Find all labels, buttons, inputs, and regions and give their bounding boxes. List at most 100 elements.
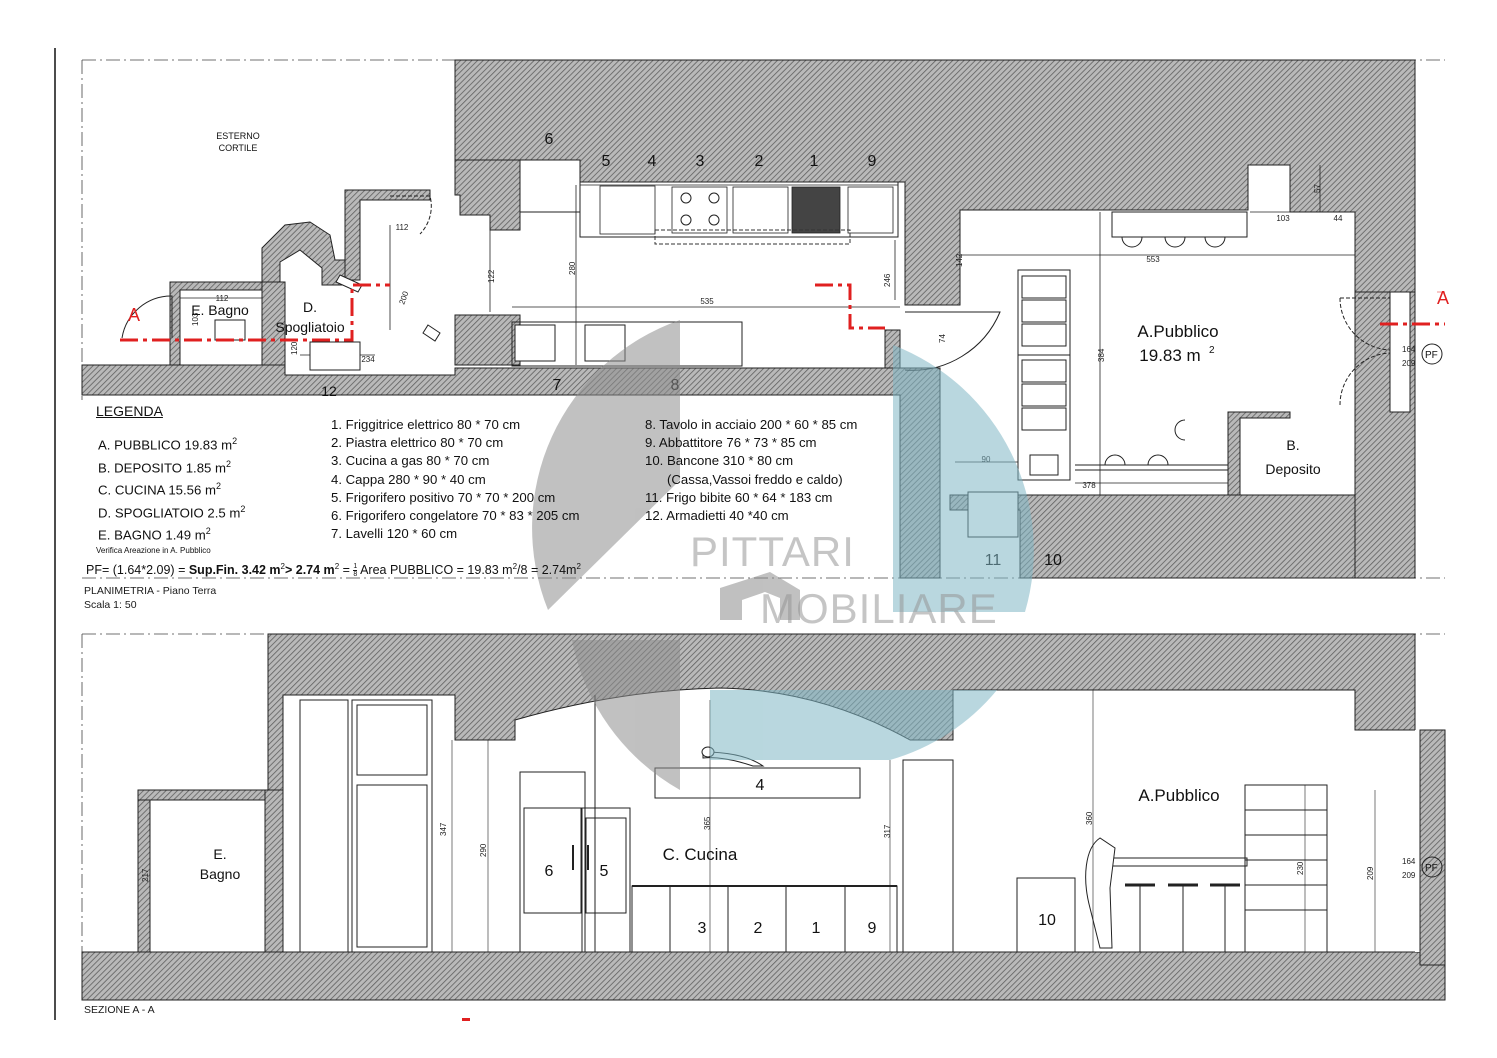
floor-plan: ESTERNO CORTILE E. Bagno D. Spogliatoio … xyxy=(81,59,1449,579)
plan-room-deposito-2: Deposito xyxy=(1265,461,1320,477)
dim-44: 44 xyxy=(1334,214,1343,223)
section-item-10: 10 xyxy=(1038,912,1056,929)
section-item-3: 3 xyxy=(698,920,707,937)
plan-item-9: 9 xyxy=(868,153,877,170)
legend-area-e: E. BAGNO 1.49 m2 xyxy=(98,526,211,543)
plan-pf-label: PF xyxy=(1425,350,1438,361)
section-item-5: 5 xyxy=(600,863,609,880)
verification-note: Verifica Areazione in A. Pubblico xyxy=(96,546,211,555)
dim-142: 142 xyxy=(955,253,964,267)
section-room-cucina: C. Cucina xyxy=(663,845,738,864)
section-item-2: 2 xyxy=(754,920,763,937)
section-room-bagno-2: Bagno xyxy=(200,866,241,882)
plan-room-spogliatoio-1: D. xyxy=(303,299,317,315)
section-cut-line xyxy=(120,283,885,342)
legend-item-12: 12. Armadietti 40 *40 cm xyxy=(645,508,789,524)
dim-553: 553 xyxy=(1146,255,1160,264)
dim-112a: 112 xyxy=(216,294,229,303)
plan-item-12: 12 xyxy=(321,383,337,399)
legend-item-6: 6. Frigorifero congelatore 70 * 83 * 205… xyxy=(331,508,580,524)
legend-item-10-detail: (Cassa,Vassoi freddo e caldo) xyxy=(645,471,843,487)
dim-230: 230 xyxy=(1296,861,1305,875)
legend-equipment-1: 1. Friggitrice elettrico 80 * 70 cm 2. P… xyxy=(331,416,580,543)
plan-room-bagno: E. Bagno xyxy=(191,302,249,318)
legend: LEGENDA A. PUBBLICO 19.83 m2 B. DEPOSITO… xyxy=(86,402,916,582)
dim-103: 103 xyxy=(191,312,200,326)
dim-378: 378 xyxy=(1082,481,1096,490)
legend-area-c: C. CUCINA 15.56 m2 xyxy=(98,481,222,498)
plan-item-4: 4 xyxy=(648,153,657,170)
section-item-4: 4 xyxy=(756,777,765,794)
plan-item-10: 10 xyxy=(1044,552,1062,569)
legend-item-3: 3. Cucina a gas 80 * 70 cm xyxy=(331,453,490,469)
plan-pf-dim-2: 209 xyxy=(1402,359,1416,368)
section-item-6: 6 xyxy=(545,863,554,880)
dim-57: 57 xyxy=(1313,184,1322,193)
legend-item-11: 11. Frigo bibite 60 * 64 * 183 cm xyxy=(645,489,833,505)
plan-room-spogliatoio-2: Spogliatoio xyxy=(275,319,344,335)
dim-122: 122 xyxy=(487,269,496,283)
plan-item-2: 2 xyxy=(755,153,764,170)
section-marker-left: A xyxy=(128,305,140,325)
outside-label-1: ESTERNO xyxy=(216,131,260,141)
plan-item-7: 7 xyxy=(553,377,562,394)
plan-title: PLANIMETRIA - Piano Terra xyxy=(84,585,217,597)
dim-234: 234 xyxy=(361,355,375,364)
dim-74: 74 xyxy=(938,334,947,343)
legend-areas: A. PUBBLICO 19.83 m2 B. DEPOSITO 1.85 m2… xyxy=(98,432,245,545)
plan-pf-dim-1: 164 xyxy=(1402,345,1416,354)
legend-item-10: 10. Bancone 310 * 80 cm xyxy=(645,453,794,469)
legend-item-1: 1. Friggitrice elettrico 80 * 70 cm xyxy=(331,417,521,432)
dim-360: 360 xyxy=(1085,811,1094,825)
legend-item-5: 5. Frigorifero positivo 70 * 70 * 200 cm xyxy=(331,489,556,505)
plan-item-5: 5 xyxy=(602,153,611,170)
plan-room-deposito-1: B. xyxy=(1286,437,1299,453)
plan-item-3: 3 xyxy=(696,153,705,170)
legend-area-a: A. PUBBLICO 19.83 m2 xyxy=(98,436,238,453)
section-item-1: 1 xyxy=(812,920,821,937)
legend-area-b: B. DEPOSITO 1.85 m2 xyxy=(98,458,232,475)
plan-item-1: 1 xyxy=(810,153,819,170)
dim-217: 217 xyxy=(141,868,150,882)
legend-item-8: 8. Tavolo in acciaio 200 * 60 * 85 cm xyxy=(645,417,858,432)
legend-title: LEGENDA xyxy=(96,403,163,419)
dim-280: 280 xyxy=(568,261,577,275)
dim-384: 384 xyxy=(1097,348,1106,362)
stray-mark xyxy=(462,1018,470,1021)
legend-equipment-2: 8. Tavolo in acciaio 200 * 60 * 85 cm 9.… xyxy=(645,416,857,525)
section-pf-label: PF xyxy=(1425,863,1438,874)
plan-caption: PLANIMETRIA - Piano Terra Scala 1: 50 xyxy=(84,584,216,612)
watermark-line-1: PITTARI xyxy=(690,528,855,575)
section-caption: SEZIONE A - A xyxy=(84,1003,155,1017)
section-room-bagno-1: E. xyxy=(213,846,226,862)
legend-item-9: 9. Abbattitore 76 * 73 * 85 cm xyxy=(645,435,817,451)
watermark-line-2: MOBILIARE xyxy=(760,585,998,632)
section-marker-right: A xyxy=(1437,288,1449,308)
dim-112b: 112 xyxy=(396,223,409,232)
dim-347: 347 xyxy=(439,822,448,836)
plan-item-6: 6 xyxy=(545,131,554,148)
plan-scale: Scala 1: 50 xyxy=(84,599,137,611)
legend-item-7: 7. Lavelli 120 * 60 cm xyxy=(331,526,458,542)
dim-317: 317 xyxy=(883,824,892,838)
section-pf-dim-2: 209 xyxy=(1402,871,1416,880)
section-room-pubblico: A.Pubblico xyxy=(1138,786,1219,805)
dim-209: 209 xyxy=(1366,866,1375,880)
section-pf-dim-1: 164 xyxy=(1402,857,1416,866)
dim-200: 200 xyxy=(397,290,410,306)
outside-label-2: CORTILE xyxy=(219,143,258,153)
legend-item-4: 4. Cappa 280 * 90 * 40 cm xyxy=(331,471,486,487)
dim-365: 365 xyxy=(703,816,712,830)
dim-120: 120 xyxy=(290,341,299,355)
dim-535: 535 xyxy=(700,297,714,306)
dim-290: 290 xyxy=(479,843,488,857)
legend-item-2: 2. Piastra elettrico 80 * 70 cm xyxy=(331,435,504,451)
section-item-9: 9 xyxy=(868,920,877,937)
section-a-a: E. Bagno C. Cucina A.Pubblico 4 6 5 3 2 … xyxy=(81,633,1446,1001)
ventilation-formula: PF= (1.64*2.09) = Sup.Fin. 3.42 m2> 2.74… xyxy=(86,562,581,579)
plan-room-pubblico-1: A.Pubblico xyxy=(1137,322,1218,341)
plan-room-pubblico-sup: 2 xyxy=(1209,345,1215,356)
section-title: SEZIONE A - A xyxy=(84,1004,155,1016)
dim-103r: 103 xyxy=(1276,214,1290,223)
legend-area-d: D. SPOGLIATOIO 2.5 m2 xyxy=(98,503,246,521)
